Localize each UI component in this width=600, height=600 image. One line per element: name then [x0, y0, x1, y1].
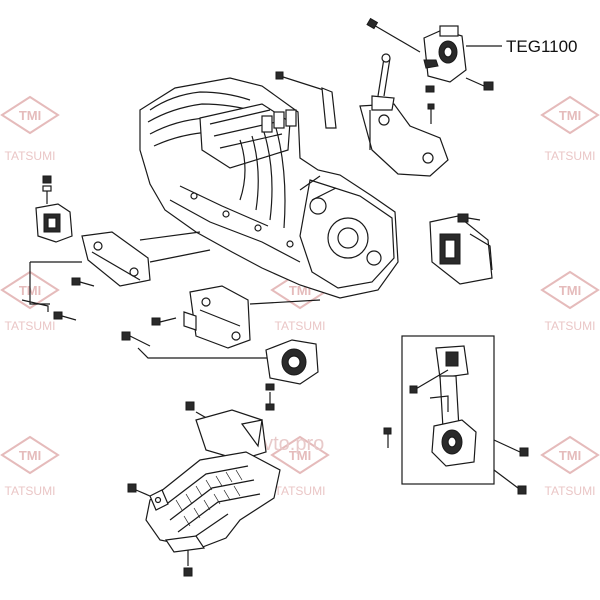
- watermark-brand-text: TATSUMI: [545, 319, 596, 333]
- top-right-engine-mount: TEG1100: [366, 17, 578, 124]
- upper-bracket: [275, 53, 449, 177]
- watermark-brand-text: TATSUMI: [275, 319, 326, 333]
- watermark-brand-text: TATSUMI: [5, 149, 56, 163]
- watermark-logo: TMI: [540, 95, 600, 135]
- left-engine-mount: [21, 175, 211, 321]
- watermark-logo: TMI: [540, 270, 600, 310]
- rear-right-mount: [429, 213, 493, 285]
- shield-hatching: [175, 469, 243, 527]
- watermark-brand-text: TATSUMI: [5, 319, 56, 333]
- watermark-logo-text: TMI: [559, 283, 581, 298]
- watermark-logo-text: TMI: [559, 108, 581, 123]
- engine-transmission-assembly: [139, 77, 399, 299]
- watermark-logo-text: TMI: [289, 448, 311, 463]
- watermark-center-text: avto.pro: [252, 433, 324, 455]
- splash-shield: [127, 401, 281, 577]
- part-number-label: TEG1100: [506, 37, 578, 56]
- watermark-logo: TMI: [0, 435, 60, 475]
- watermark-logo-text: TMI: [559, 448, 581, 463]
- watermark-brand-text: TATSUMI: [275, 484, 326, 498]
- watermark-logo: TMI: [270, 435, 330, 475]
- watermark-brand-text: TATSUMI: [545, 484, 596, 498]
- watermark-logo: TMI: [0, 95, 60, 135]
- watermark-logo-text: TMI: [19, 448, 41, 463]
- lower-center-mount: [121, 285, 321, 411]
- watermark-brand-text: TATSUMI: [545, 149, 596, 163]
- detail-inset-box: [383, 335, 529, 495]
- watermark-logo: TMI: [540, 435, 600, 475]
- watermark-logo-text: TMI: [19, 108, 41, 123]
- watermark-brand-text: TATSUMI: [5, 484, 56, 498]
